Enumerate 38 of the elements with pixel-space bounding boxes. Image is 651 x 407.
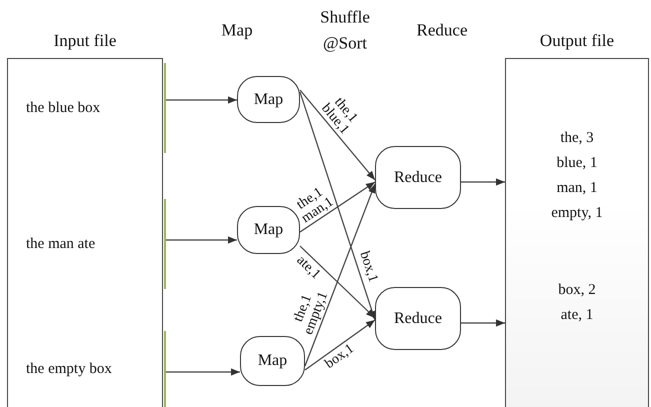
- arrow: [165, 368, 240, 376]
- process-label: Map: [254, 90, 284, 108]
- output-line: the, 3: [560, 131, 594, 146]
- process-label: Map: [254, 221, 284, 239]
- edge-label: box,1: [323, 342, 358, 372]
- arrow: [461, 319, 505, 327]
- split-text: the man ate: [26, 236, 96, 252]
- process-label: Map: [258, 352, 288, 370]
- column-heading: Reduce: [416, 19, 468, 42]
- process-label: Reduce: [394, 310, 442, 328]
- process-box: [375, 146, 461, 209]
- output-line: box, 2: [558, 283, 596, 298]
- output-line: ate, 1: [560, 308, 594, 323]
- split-text: the blue box: [26, 100, 100, 116]
- output-line: empty, 1: [551, 206, 603, 221]
- arrow: [461, 178, 505, 186]
- process-box: [240, 336, 305, 386]
- edge-label: ate,1: [294, 253, 323, 282]
- arrow: [300, 90, 376, 180]
- process-label: Reduce: [394, 168, 442, 186]
- process-box: [237, 76, 300, 123]
- panel-heading: Input file: [52, 32, 118, 51]
- split-text: the empty box: [26, 361, 112, 378]
- arrow: [304, 320, 376, 370]
- arrow: [165, 96, 237, 104]
- process-box: [375, 287, 461, 350]
- arrow: [165, 236, 237, 244]
- output-line: blue, 1: [556, 156, 598, 171]
- column-heading: Map: [221, 19, 253, 42]
- arrow: [300, 246, 376, 318]
- arrow: [300, 182, 376, 232]
- edge-label: the,1 empty,1: [290, 289, 331, 338]
- arrow: [304, 184, 376, 366]
- column-heading: Shuffle @Sort: [320, 6, 370, 54]
- panel-heading: Output file: [538, 32, 616, 51]
- edge-label: box,1: [356, 250, 380, 284]
- arrow: [299, 92, 376, 320]
- output-line: man, 1: [556, 181, 598, 196]
